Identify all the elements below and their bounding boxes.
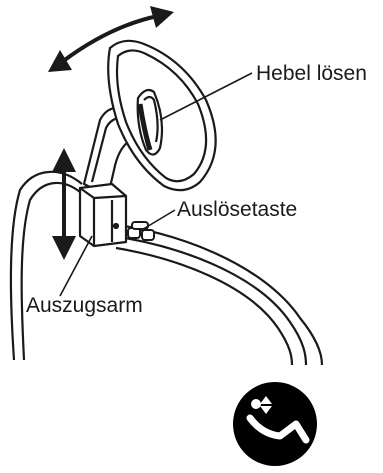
vertical-double-arrow-icon: [52, 148, 76, 260]
dental-chair-symbol-icon: [233, 382, 317, 466]
lever-label: Hebel lösen: [256, 62, 367, 85]
headrest: [108, 41, 215, 190]
extension-arm-label: Auszugsarm: [26, 294, 143, 317]
release-button-label: Auslösetaste: [177, 198, 297, 221]
